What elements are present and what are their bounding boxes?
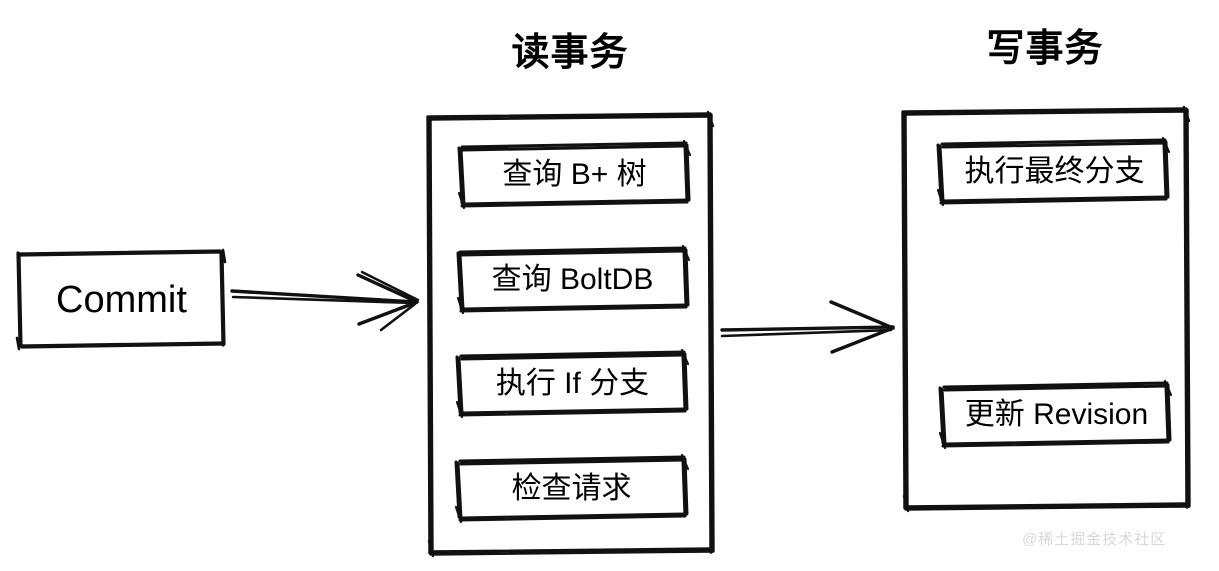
write-step-label-1: 执行最终分支 [964,154,1145,188]
watermark: @稀土掘金技术社区 [1022,531,1167,548]
read-step-label-3: 执行 If 分支 [495,366,650,400]
arrow-commit-to-read [230,270,420,332]
read-transaction-title: 读事务 [511,32,629,74]
read-step-label-1: 查询 B+ 树 [502,157,647,191]
write-step-label-2: 更新 Revision [964,397,1149,431]
arrow-read-to-write [720,300,895,354]
read-step-label-2: 查询 BoltDB [491,262,654,296]
commit-box-label: Commit [56,279,187,321]
write-transaction-title: 写事务 [986,28,1104,70]
read-step-label-4: 检查请求 [511,471,632,505]
